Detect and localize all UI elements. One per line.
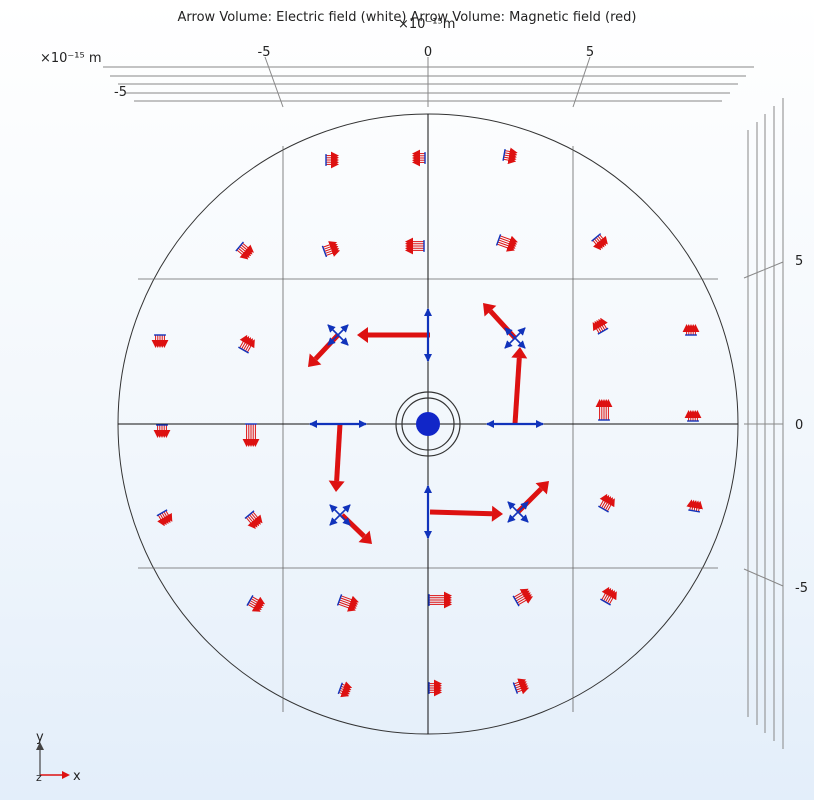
center-outer-ring bbox=[395, 391, 461, 457]
left-exponent-label: ×10⁻¹⁵ m bbox=[40, 51, 102, 66]
electric-arrow bbox=[514, 327, 526, 339]
triad-y-label: y bbox=[36, 730, 44, 745]
magnetic-arrow bbox=[518, 596, 533, 606]
electric-arrow bbox=[507, 511, 519, 523]
magnetic-arrow bbox=[157, 514, 165, 527]
electric-arrow bbox=[495, 234, 502, 246]
electric-arrow bbox=[339, 504, 351, 516]
magnetic-arrow bbox=[334, 423, 343, 482]
magnetic-arrow bbox=[600, 317, 608, 330]
y-tick-label: 5 bbox=[795, 254, 803, 269]
magnetic-arrow bbox=[429, 509, 493, 517]
electric-arrow bbox=[327, 334, 339, 346]
plot-title: Arrow Volume: Electric field (white) Arr… bbox=[177, 10, 637, 25]
electric-arrow bbox=[156, 509, 168, 517]
magnetic-arrow bbox=[322, 241, 338, 249]
electric-arrow bbox=[514, 337, 526, 349]
electric-arrow bbox=[321, 245, 328, 258]
electric-arrow bbox=[504, 327, 516, 339]
electric-arrow bbox=[329, 514, 341, 526]
electric-arrow bbox=[507, 501, 519, 513]
electric-arrow bbox=[512, 595, 520, 607]
magnetic-arrow-head bbox=[535, 481, 549, 495]
electric-arrow bbox=[337, 324, 349, 336]
field-arrows bbox=[151, 147, 703, 698]
electric-arrow bbox=[336, 594, 343, 606]
x-tick-label: -5 bbox=[258, 45, 271, 60]
electric-arrow bbox=[337, 682, 343, 695]
y-tick-label: 0 bbox=[795, 418, 803, 433]
x-tick-label: 0 bbox=[424, 45, 432, 60]
magnetic-arrow bbox=[247, 603, 261, 612]
magnetic-arrow bbox=[246, 339, 255, 353]
magnetic-arrow bbox=[325, 247, 340, 255]
magnetic-arrow bbox=[592, 239, 602, 251]
magnetic-arrow bbox=[503, 154, 517, 162]
magnetic-arrow bbox=[340, 513, 366, 539]
magnetic-arrow bbox=[338, 689, 350, 698]
magnetic-arrow-head bbox=[308, 353, 322, 367]
y-tick-label: -5 bbox=[795, 581, 808, 596]
magnetic-arrow bbox=[236, 249, 249, 260]
electric-arrow bbox=[339, 514, 351, 526]
magnetic-arrow bbox=[606, 498, 615, 512]
axis-triad: y x z bbox=[36, 730, 81, 784]
electric-arrow bbox=[502, 149, 506, 161]
electric-arrow bbox=[517, 511, 529, 523]
magnetic-arrow bbox=[504, 149, 518, 158]
magnetic-arrow-head bbox=[491, 505, 503, 522]
top-axis-lines bbox=[103, 56, 754, 108]
electric-arrow bbox=[512, 682, 519, 694]
center-charge bbox=[416, 412, 440, 436]
x-tick-label: 5 bbox=[586, 45, 594, 60]
magnetic-arrow bbox=[516, 686, 530, 695]
magnetic-arrow bbox=[695, 500, 703, 512]
center-inner-ring bbox=[401, 397, 455, 451]
magnetic-arrow bbox=[324, 245, 339, 253]
magnetic-arrow-head bbox=[483, 303, 497, 317]
x-tick-labels: -5 0 5 bbox=[258, 45, 595, 60]
magnetic-arrow bbox=[504, 151, 517, 160]
triad-z-label: z bbox=[36, 771, 42, 784]
magnetic-arrow bbox=[503, 156, 517, 165]
y-tick-labels: 5 0 -5 bbox=[795, 254, 808, 596]
electric-arrow bbox=[600, 598, 611, 606]
electric-arrow bbox=[238, 346, 249, 354]
electric-arrow bbox=[244, 510, 255, 519]
magnetic-arrow bbox=[692, 500, 701, 512]
magnetic-arrow bbox=[337, 603, 356, 612]
magnetic-arrow-head bbox=[511, 347, 528, 359]
magnetic-arrow bbox=[245, 517, 256, 529]
magnetic-arrow-head bbox=[328, 480, 345, 492]
magnetic-arrow-head bbox=[357, 327, 368, 343]
magnetic-arrow bbox=[690, 500, 699, 512]
triad-x-label: x bbox=[73, 769, 81, 784]
electric-arrow bbox=[246, 595, 254, 606]
magnetic-arrow bbox=[496, 243, 515, 252]
electric-arrow bbox=[598, 505, 609, 513]
electric-arrow bbox=[517, 501, 529, 513]
electric-arrow bbox=[327, 324, 339, 336]
magnetic-arrow bbox=[608, 591, 617, 605]
magnetic-arrow bbox=[325, 249, 341, 257]
electric-arrow bbox=[591, 233, 602, 242]
electric-arrow bbox=[688, 509, 701, 513]
magnetic-arrow bbox=[504, 147, 518, 156]
electric-arrow bbox=[337, 334, 349, 346]
electric-arrow bbox=[597, 327, 609, 335]
magnetic-arrow bbox=[323, 243, 338, 251]
magnetic-arrow bbox=[512, 357, 522, 425]
electric-arrow bbox=[329, 504, 341, 516]
electric-arrow bbox=[235, 241, 244, 252]
magnetic-arrow bbox=[688, 499, 697, 511]
right-axis-lines bbox=[743, 98, 784, 749]
x-exponent-label: ×10⁻¹⁵m bbox=[398, 17, 455, 32]
magnetic-arrow-head bbox=[358, 530, 372, 544]
magnetic-arrow bbox=[686, 499, 695, 511]
electric-arrow bbox=[504, 337, 516, 349]
z-tick-label: -5 bbox=[114, 85, 127, 100]
